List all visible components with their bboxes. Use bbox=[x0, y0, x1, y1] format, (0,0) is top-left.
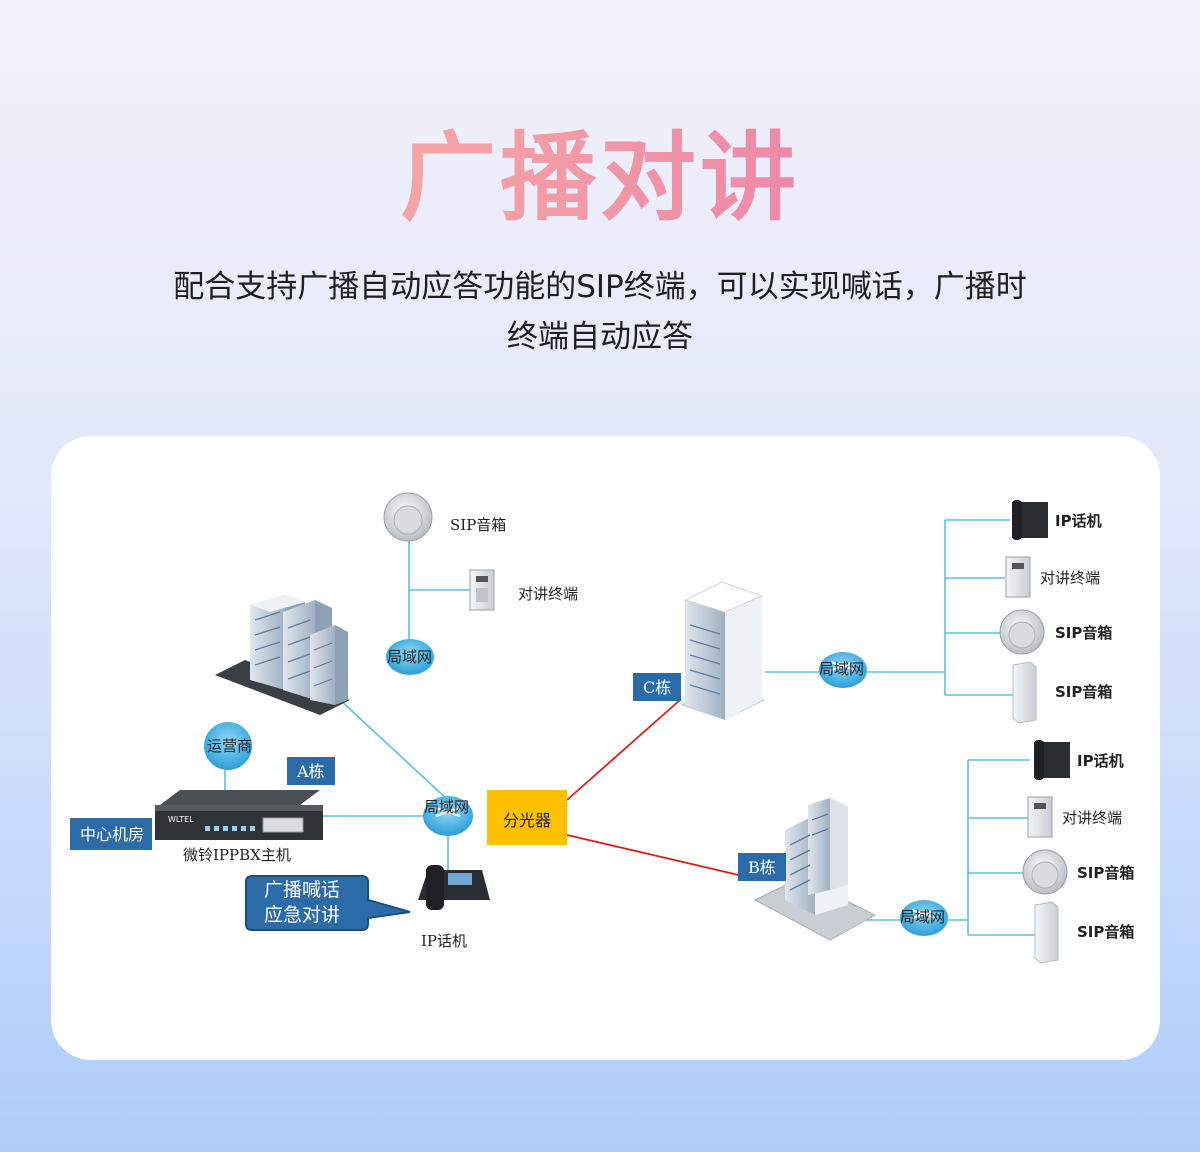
label-ip-phone-b: IP话机 bbox=[1077, 752, 1124, 770]
label-data-center: 中心机房 bbox=[80, 825, 144, 844]
label-lan-center: 局域网 bbox=[424, 798, 469, 816]
callout-bubble bbox=[245, 875, 411, 931]
label-sip-speaker-c2: SIP音箱 bbox=[1055, 683, 1112, 701]
page-title: 广播对讲 bbox=[0, 100, 1200, 239]
label-ippbx: 微铃IPPBX主机 bbox=[183, 846, 291, 864]
page-subtitle: 配合支持广播自动应答功能的SIP终端，可以实现喊话，广播时 终端自动应答 bbox=[150, 262, 1050, 362]
label-ip-phone-center: IP话机 bbox=[421, 932, 467, 950]
label-sip-speaker-c1: SIP音箱 bbox=[1055, 624, 1112, 642]
lan-center-icon bbox=[423, 796, 473, 836]
building-c-tag bbox=[633, 673, 681, 701]
label-carrier: 运营商 bbox=[207, 737, 252, 755]
callout-line-1: 广播喊话 bbox=[264, 879, 340, 901]
fiber-links bbox=[566, 699, 761, 881]
label-lan-c: 局域网 bbox=[819, 660, 864, 678]
intercom-terminal-b-icon bbox=[1027, 796, 1053, 838]
label-sip-speaker-top: SIP音箱 bbox=[450, 516, 506, 534]
sip-speaker-c-icon bbox=[999, 609, 1045, 655]
subtitle-line-2: 终端自动应答 bbox=[507, 319, 693, 355]
data-center-tag bbox=[70, 818, 152, 850]
building-a-tag bbox=[287, 757, 335, 785]
intercom-terminal-c-icon bbox=[1005, 556, 1031, 598]
label-ip-phone-c: IP话机 bbox=[1055, 512, 1102, 530]
splitter-box bbox=[487, 790, 567, 845]
building-b-icon bbox=[753, 798, 877, 941]
label-building-c: C栋 bbox=[643, 678, 671, 697]
carrier-cloud-icon bbox=[204, 722, 252, 770]
cyan-links bbox=[224, 519, 1035, 936]
label-splitter: 分光器 bbox=[503, 811, 551, 830]
label-lan-b: 局域网 bbox=[900, 908, 945, 926]
ip-phone-b-icon bbox=[1034, 740, 1070, 780]
subtitle-line-1: 配合支持广播自动应答功能的SIP终端，可以实现喊话，广播时 bbox=[173, 269, 1027, 305]
lan-c-icon bbox=[819, 652, 867, 688]
sip-speaker-b-icon bbox=[1022, 849, 1068, 895]
ip-phone-c-icon bbox=[1012, 500, 1048, 540]
lan-b-icon bbox=[900, 900, 948, 936]
intercom-terminal-icon bbox=[469, 569, 495, 611]
ippbx-device-icon bbox=[155, 790, 323, 840]
callout-line-2: 应急对讲 bbox=[264, 904, 340, 926]
label-intercom-c: 对讲终端 bbox=[1040, 569, 1100, 587]
label-lan-a: 局域网 bbox=[387, 648, 432, 666]
building-b-tag bbox=[738, 853, 786, 881]
label-building-a: A栋 bbox=[296, 762, 325, 781]
sip-speaker-icon bbox=[383, 492, 433, 542]
ip-phone-icon bbox=[418, 865, 490, 910]
label-sip-speaker-b2: SIP音箱 bbox=[1077, 923, 1134, 941]
building-c-icon bbox=[680, 581, 765, 720]
label-intercom-b: 对讲终端 bbox=[1062, 809, 1122, 827]
label-intercom-top: 对讲终端 bbox=[518, 585, 578, 603]
column-speaker-c-icon bbox=[1012, 661, 1037, 724]
label-sip-speaker-b1: SIP音箱 bbox=[1077, 864, 1134, 882]
lan-icon bbox=[386, 639, 434, 675]
column-speaker-b-icon bbox=[1034, 901, 1059, 964]
building-a-icon bbox=[215, 595, 350, 715]
ippbx-brand-label: WLTEL bbox=[168, 815, 194, 824]
label-building-b: B栋 bbox=[748, 858, 776, 877]
